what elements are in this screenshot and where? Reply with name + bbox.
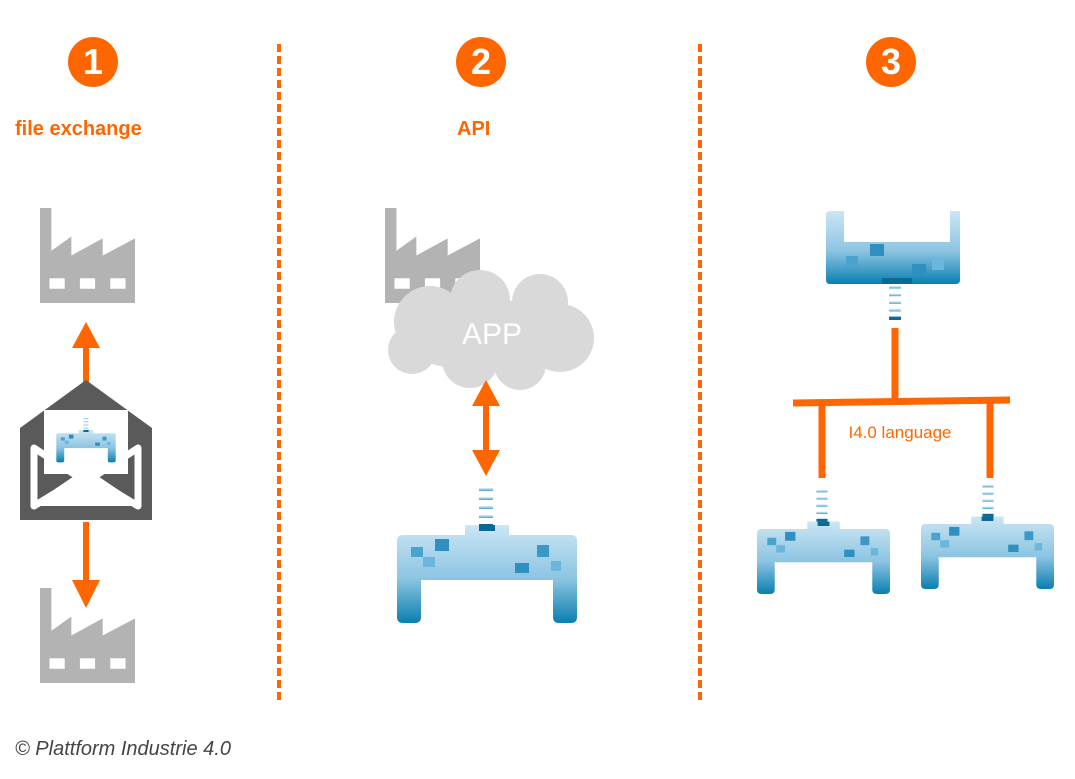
step-1-badge: 1 [68,37,118,87]
arrow-down [72,522,100,608]
connector-icon [889,286,901,320]
connector-icon [982,485,994,517]
step-2-badge: 2 [456,37,506,87]
asset-administration-shell-icon [826,211,960,284]
asset-administration-shell-icon [757,521,890,594]
cloud-label: APP [462,318,522,351]
copyright-notice: © Plattform Industrie 4.0 [15,738,231,760]
step-2-number: 2 [470,41,492,82]
bidirectional-arrow [472,380,500,476]
step-3-number: 3 [880,41,902,82]
cloud-icon [388,270,594,390]
network-label: I4.0 language [848,423,951,442]
step-3-badge: 3 [866,37,916,87]
file-exchange-title: file exchange [15,118,142,140]
i40-network-lines [792,328,1011,478]
asset-administration-shell-icon [921,516,1054,589]
envelope-icon [20,380,152,520]
step-1-number: 1 [82,41,104,82]
column-divider-1 [277,44,281,700]
asset-administration-shell-icon [397,525,577,623]
column-divider-2 [698,44,702,700]
api-title: API [457,118,491,140]
connector-icon [479,488,493,528]
factory-icon [40,208,135,303]
connector-icon [816,490,828,522]
